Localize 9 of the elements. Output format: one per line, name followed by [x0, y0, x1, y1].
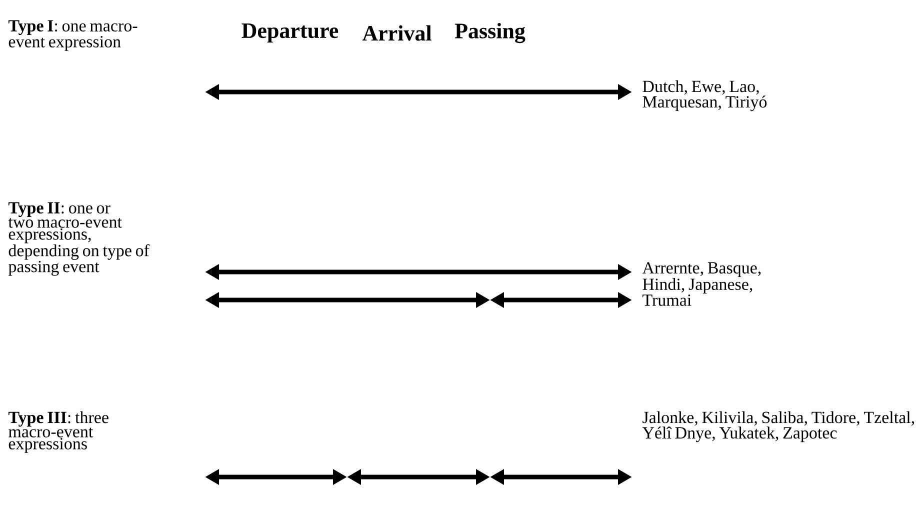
type-description: Type III: three macro-event expressions — [8, 411, 108, 453]
column-heading: Departure — [242, 23, 338, 43]
column-heading: Arrival — [362, 25, 432, 41]
language-list: Dutch, Ewe, Lao, Marquesan, Tiriyó — [642, 80, 767, 112]
language-list: Jalonke, Kilivila, Saliba, Tidore, Tzeltal, Yélî Dnye, Yukatek, Zapotec — [642, 411, 914, 442]
column-heading: Passing — [454, 22, 526, 44]
type-description: Type I: one macro-event expression — [8, 20, 138, 51]
language-list: Arrernte, Basque, Hindi, Japanese, Trumai — [642, 262, 761, 306]
type-description: Type II: one or two macro-event expressions, depending on type of passing event — [8, 202, 150, 276]
